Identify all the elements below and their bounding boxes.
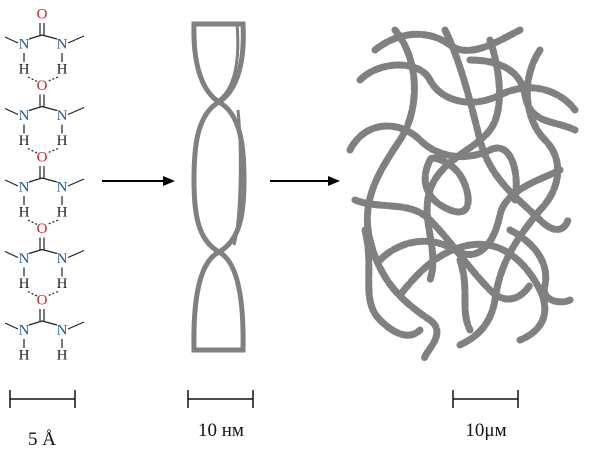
- oxygen-atom: O: [37, 78, 48, 94]
- nitrogen-atom: N: [19, 108, 30, 124]
- nitrogen-atom: N: [57, 36, 68, 52]
- hydrogen-atom: H: [57, 347, 68, 363]
- nitrogen-atom: N: [57, 108, 68, 124]
- fiber-network: [346, 26, 579, 364]
- scale-label-fibril: 10 нм: [198, 420, 244, 441]
- scale-bar-network: [452, 390, 519, 408]
- twisted-ribbon-fibril: [191, 21, 247, 353]
- nitrogen-atom: N: [19, 322, 30, 338]
- scale-label-molecular: 5 Å: [28, 429, 56, 450]
- arrow-1: [102, 176, 175, 186]
- oxygen-atom: O: [37, 292, 48, 308]
- scale-bar-molecular: [9, 390, 76, 408]
- hydrogen-atom: H: [57, 133, 68, 149]
- oxygen-atom: O: [37, 6, 48, 22]
- nitrogen-atom: N: [57, 179, 68, 195]
- nitrogen-atom: N: [19, 36, 30, 52]
- hydrogen-atom: H: [57, 61, 68, 77]
- hydrogen-atom: H: [19, 204, 30, 220]
- nitrogen-atom: N: [57, 251, 68, 267]
- hydrogen-atom: H: [57, 276, 68, 292]
- nitrogen-atom: N: [19, 251, 30, 267]
- hydrogen-atom: H: [19, 347, 30, 363]
- hydrogen-atom: H: [19, 61, 30, 77]
- hydrogen-atom: H: [19, 276, 30, 292]
- hydrogen-atom: H: [57, 204, 68, 220]
- scale-label-network: 10μм: [465, 420, 506, 441]
- oxygen-atom: O: [37, 149, 48, 165]
- hydrogen-atom: H: [19, 133, 30, 149]
- nitrogen-atom: N: [19, 179, 30, 195]
- oxygen-atom: O: [37, 221, 48, 237]
- arrow-2: [270, 176, 340, 186]
- scale-bar-fibril: [187, 390, 254, 408]
- nitrogen-atom: N: [57, 322, 68, 338]
